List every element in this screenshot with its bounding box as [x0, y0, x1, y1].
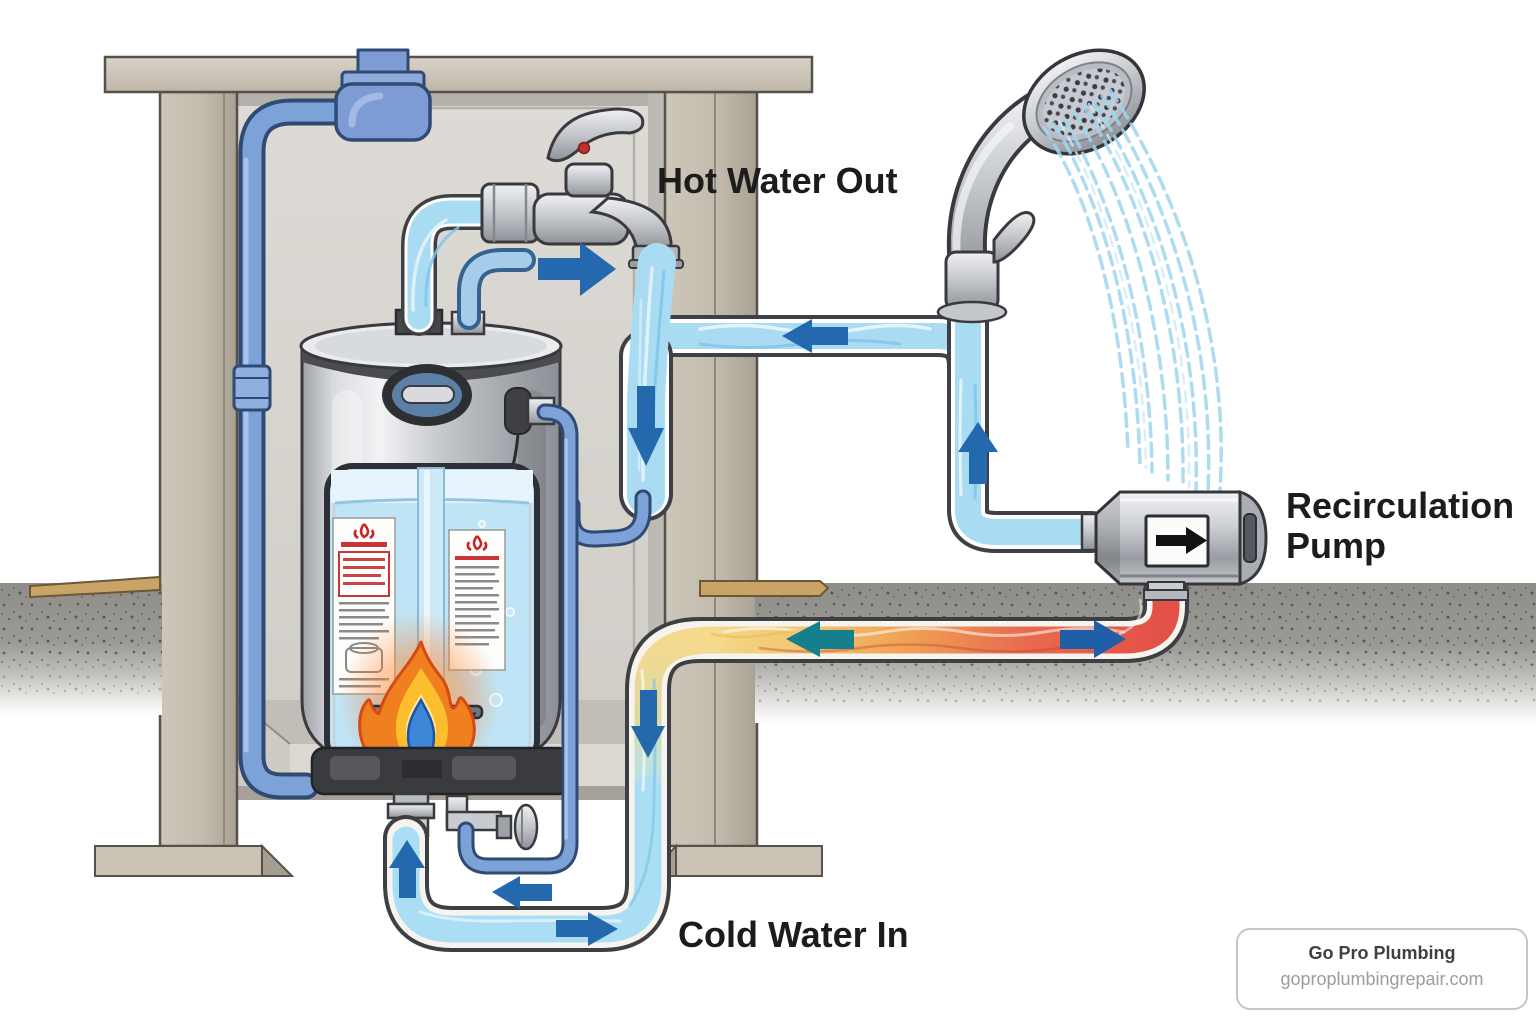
arrow-left-shower-pipe: [782, 319, 848, 353]
recirculation-pump-label: Recirculation Pump: [1286, 485, 1515, 567]
closet-supply-pipe: [232, 48, 432, 800]
tank-handhole: [382, 364, 472, 426]
flow-arrows: [389, 242, 1126, 946]
closet-left-post: [158, 90, 239, 848]
tank-outlet-elbow-pipe: [457, 248, 536, 330]
faucet-handle: [546, 107, 645, 163]
arrow-down-hot-stream: [628, 386, 664, 466]
arrow-right-return-hot: [1060, 620, 1126, 658]
arrow-down-return-pipe: [631, 690, 665, 758]
hot-water-faucet: [401, 107, 684, 336]
arrow-left-return-warm: [786, 621, 854, 657]
pipe-coupling: [232, 364, 272, 412]
closet-header-board: [103, 55, 814, 94]
tank-side-pipe: [457, 403, 579, 875]
faucet-coupling: [480, 182, 540, 244]
branding-company-name: Go Pro Plumbing: [1308, 943, 1456, 963]
hot-return-pipe: [383, 569, 1189, 952]
faucet-supply-pipe: [401, 194, 504, 336]
closet-left-foot: [94, 845, 263, 877]
burner-flame: [340, 612, 500, 788]
cold-water-loop: [392, 776, 662, 943]
arrow-up-pump-riser: [958, 422, 998, 484]
tank-base: [310, 746, 572, 796]
arrow-left-cold-loop: [492, 876, 552, 909]
ground-sill-left: [29, 575, 161, 599]
hot-water-out-label: Hot Water Out: [657, 160, 898, 201]
shower-lever: [992, 211, 1036, 264]
faucet-handle-dot: [577, 141, 591, 155]
closet-right-post: [663, 90, 759, 848]
pump-flow-arrow: [1156, 527, 1207, 554]
water-heater-tank: [299, 308, 572, 851]
closet-right-foot: [675, 845, 823, 877]
branding-card: Go Pro Plumbing goproplumbingrepair.com: [1236, 928, 1528, 1010]
arrow-right-below-faucet: [538, 242, 616, 296]
arrow-right-cold-loop: [556, 912, 618, 946]
branding-website: goproplumbingrepair.com: [1280, 969, 1484, 989]
recirculation-pump: [1094, 489, 1268, 601]
pipe-elbow-fitting: [334, 82, 432, 142]
pump-riser-pipe: [947, 279, 1113, 553]
ground-sill-right: [699, 580, 830, 597]
drain-valve-handle: [513, 803, 539, 851]
shower-spray: [1042, 88, 1223, 494]
hot-water-stream: [619, 243, 676, 521]
arrow-up-heater-inlet: [389, 840, 425, 898]
cold-water-in-label: Cold Water In: [678, 914, 909, 955]
